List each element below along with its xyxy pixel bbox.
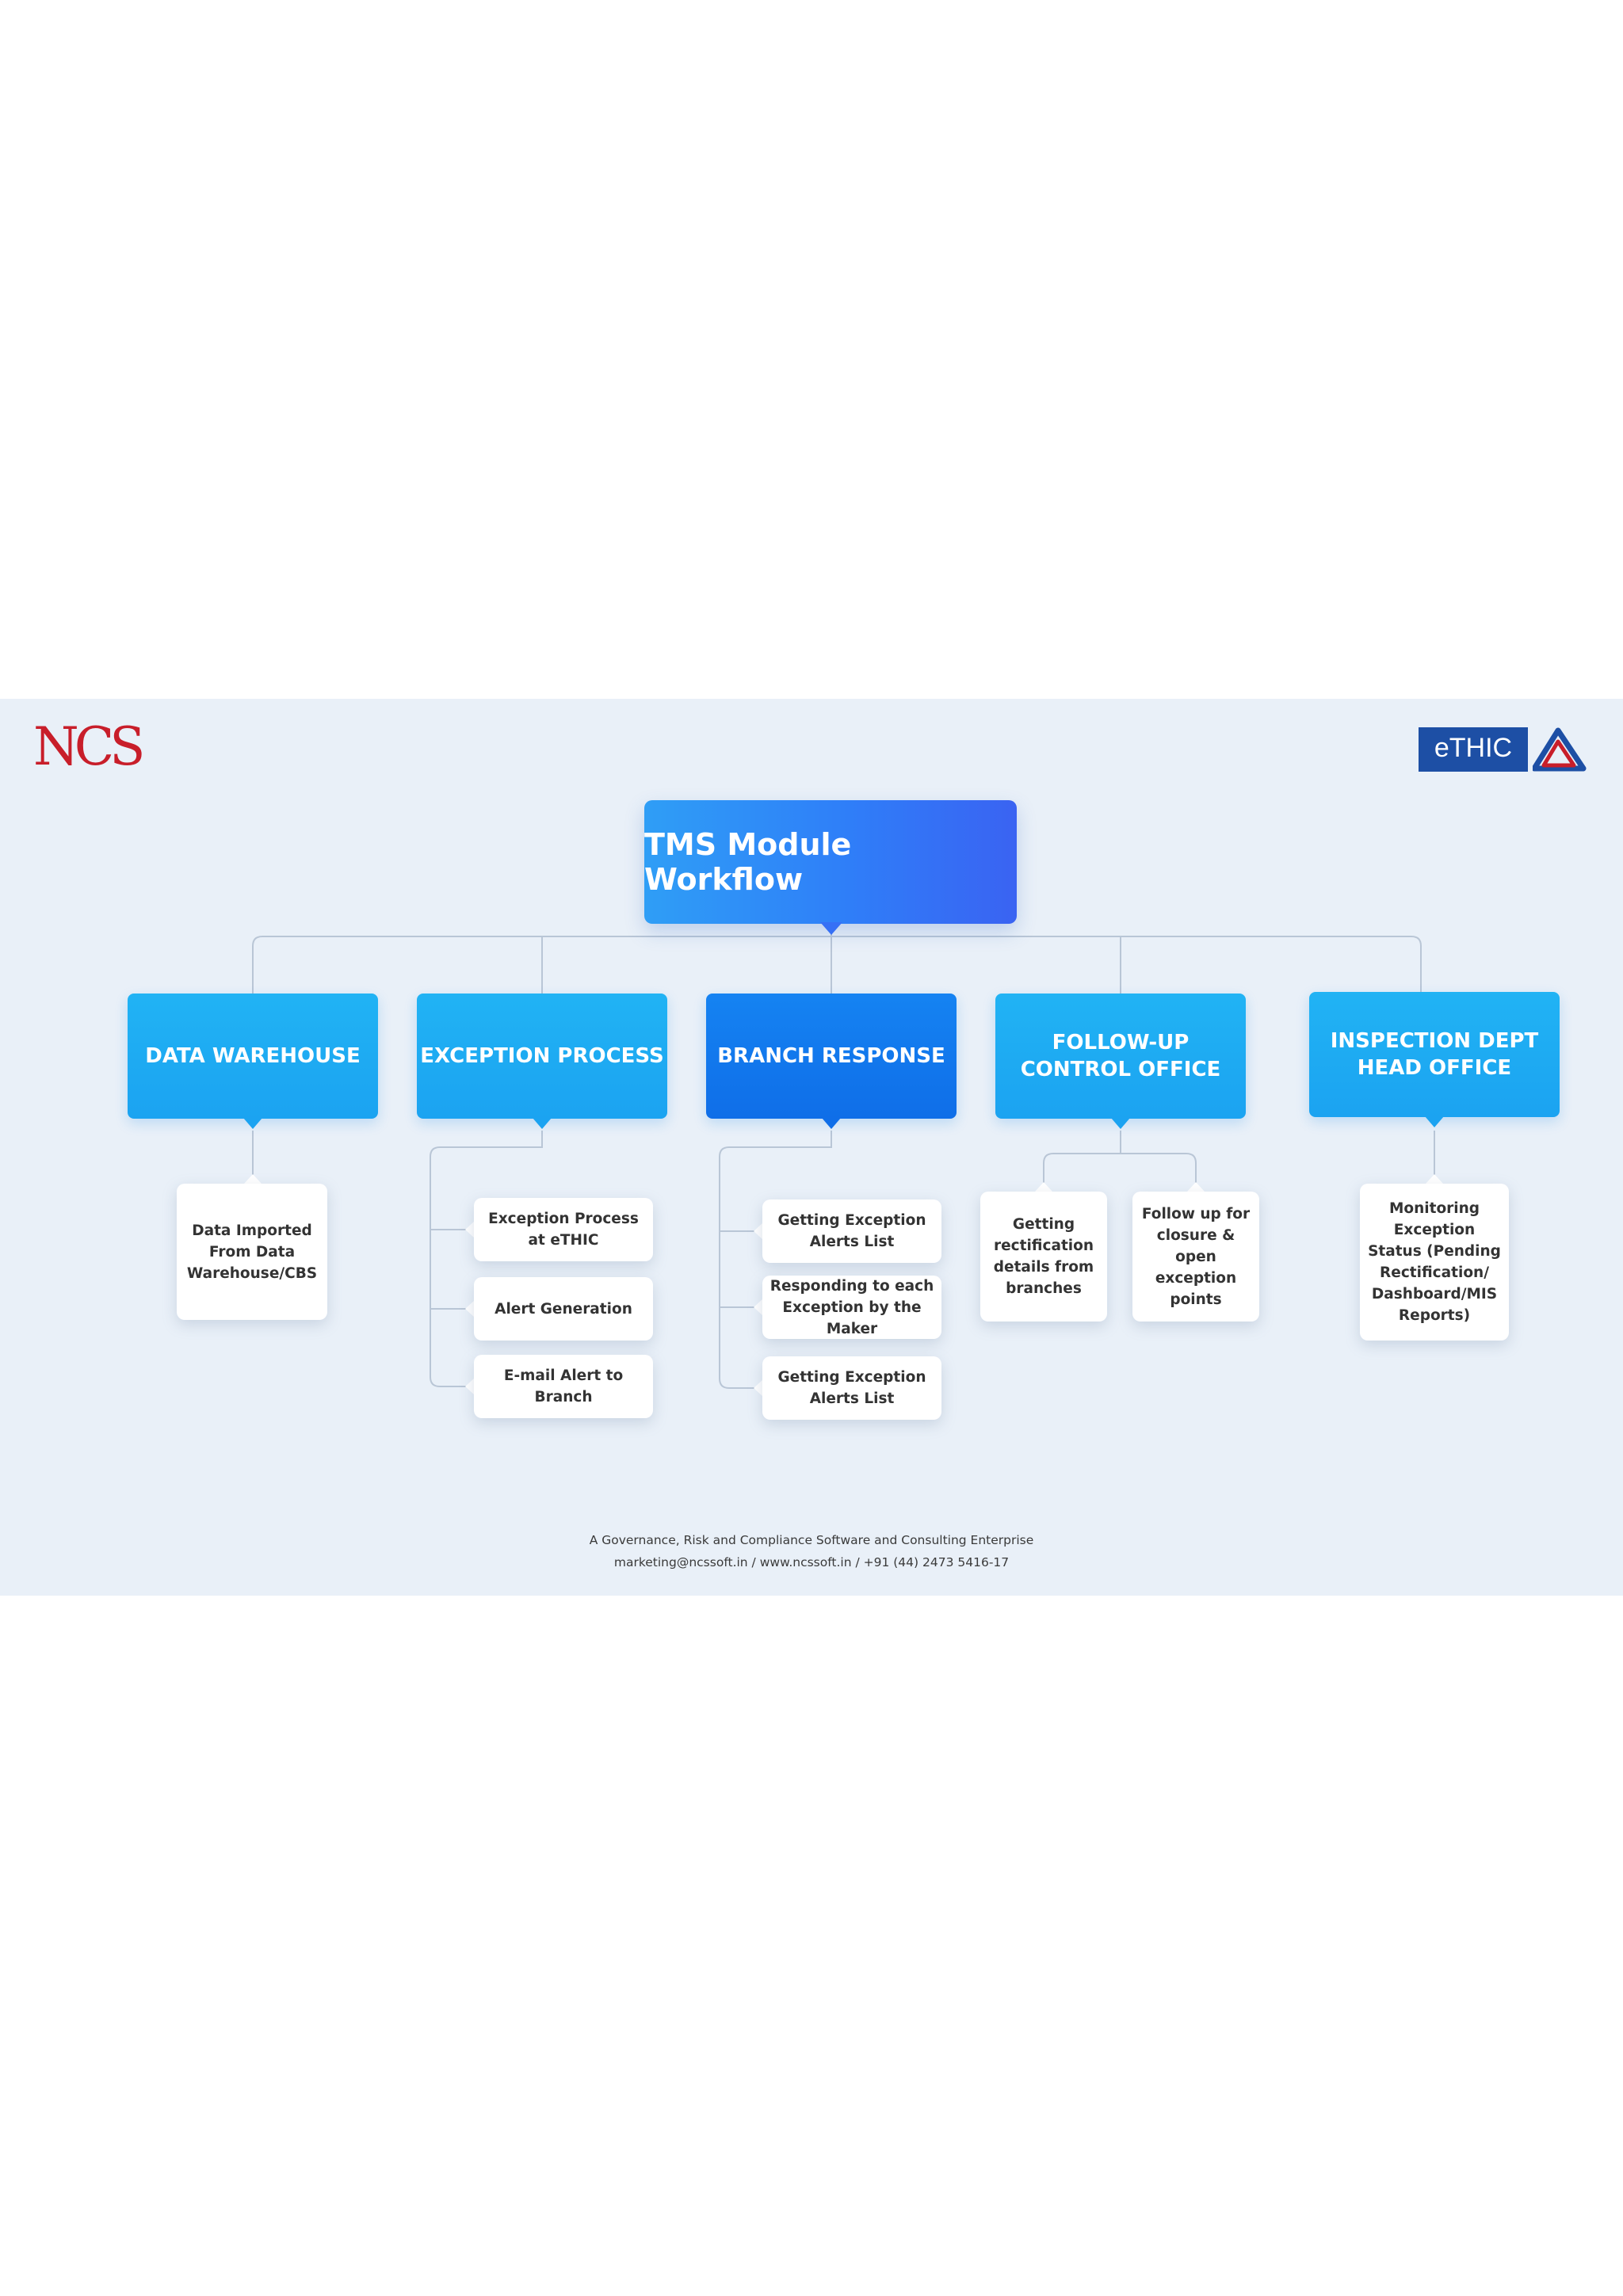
category-data-warehouse: DATA WAREHOUSE bbox=[128, 994, 378, 1119]
card-notch bbox=[1426, 1174, 1443, 1184]
step-getting-exception-alerts: Getting Exception Alerts List bbox=[762, 1199, 941, 1263]
category-follow-up-control-office: FOLLOW-UP CONTROL OFFICE bbox=[995, 994, 1246, 1119]
card-notch bbox=[1035, 1182, 1052, 1192]
step-data-imported: Data Imported From Data Warehouse/CBS bbox=[177, 1184, 327, 1320]
footer-contact: marketing@ncssoft.in / www.ncssoft.in / … bbox=[613, 1555, 1010, 1569]
connector-lines bbox=[252, 929, 1435, 1389]
ethic-wordmark: eTHIC bbox=[1419, 727, 1528, 772]
ethic-logo: eTHIC bbox=[1419, 727, 1587, 772]
workflow-panel: NCS eTHIC TMS Module Workflow DATA WAREH… bbox=[0, 699, 1623, 1596]
category-inspection-dept-head-office: INSPECTION DEPT HEAD OFFICE bbox=[1309, 992, 1560, 1117]
card-notch bbox=[244, 1174, 262, 1184]
category-pointer bbox=[822, 1118, 841, 1129]
step-getting-exception-alerts-2: Getting Exception Alerts List bbox=[762, 1356, 941, 1420]
card-notch bbox=[754, 1379, 763, 1397]
category-pointer bbox=[243, 1118, 262, 1129]
card-notch bbox=[465, 1300, 475, 1318]
step-monitoring-exception-status: Monitoring Exception Status (Pending Rec… bbox=[1360, 1184, 1509, 1341]
title-pointer bbox=[820, 922, 842, 935]
step-exception-process-ethic: Exception Process at eTHIC bbox=[474, 1198, 653, 1261]
step-alert-generation: Alert Generation bbox=[474, 1277, 653, 1341]
category-pointer bbox=[1111, 1118, 1130, 1129]
card-notch bbox=[754, 1299, 763, 1316]
ethic-triangle-icon bbox=[1533, 727, 1587, 772]
card-notch bbox=[465, 1221, 475, 1238]
card-notch bbox=[465, 1378, 475, 1395]
footer-tagline: A Governance, Risk and Compliance Softwa… bbox=[589, 1533, 1034, 1547]
category-branch-response: BRANCH RESPONSE bbox=[706, 994, 957, 1119]
step-follow-up-closure: Follow up for closure & open exception p… bbox=[1132, 1192, 1259, 1322]
ncs-logo: NCS bbox=[33, 716, 145, 777]
category-pointer bbox=[533, 1118, 552, 1129]
card-notch bbox=[1187, 1182, 1205, 1192]
category-exception-process: EXCEPTION PROCESS bbox=[417, 994, 667, 1119]
step-getting-rectification: Getting rectification details from branc… bbox=[980, 1192, 1107, 1322]
step-email-alert: E-mail Alert to Branch bbox=[474, 1355, 653, 1418]
workflow-title: TMS Module Workflow bbox=[644, 800, 1017, 924]
category-pointer bbox=[1425, 1116, 1444, 1127]
step-responding-exception: Responding to each Exception by the Make… bbox=[762, 1276, 941, 1339]
card-notch bbox=[754, 1222, 763, 1240]
